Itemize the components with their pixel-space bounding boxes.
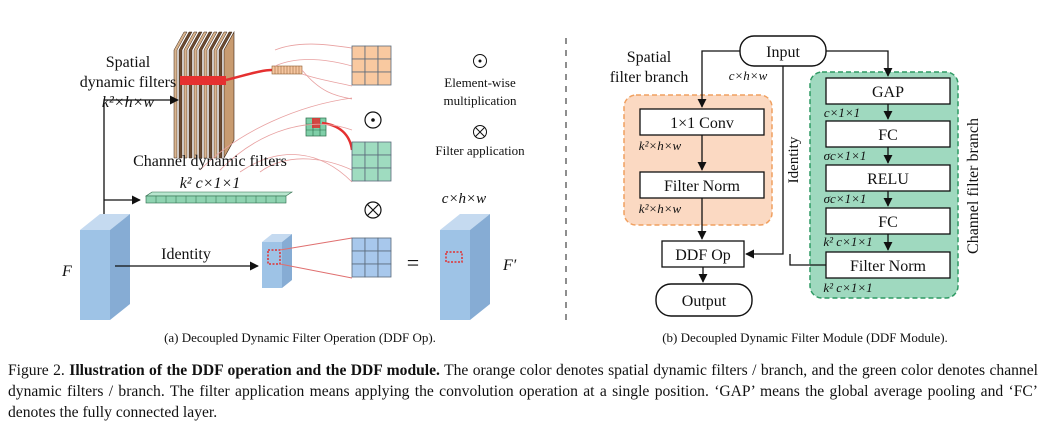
spatial-fan-lines bbox=[274, 43, 353, 100]
input-label: Input bbox=[766, 44, 800, 61]
green-grid bbox=[351, 141, 392, 182]
channel-branch-label: Channel filter branch bbox=[965, 118, 982, 254]
spatial-branch-label-2: filter branch bbox=[610, 69, 689, 86]
input-dims: c×h×w bbox=[729, 68, 768, 83]
filter-norm-channel-node bbox=[825, 251, 951, 279]
relu-label: RELU bbox=[867, 171, 909, 188]
fc1-node bbox=[825, 120, 951, 148]
spatial-label-1: Spatial bbox=[106, 54, 151, 71]
input-F: F bbox=[61, 263, 72, 280]
figure-body: The orange color denotes spatial dynamic… bbox=[8, 362, 1038, 421]
zoom-lines bbox=[279, 237, 353, 279]
gap-label: GAP bbox=[872, 84, 904, 101]
caption-b: (b) Decoupled Dynamic Filter Module (DDF… bbox=[662, 330, 948, 345]
spatial-label-2: dynamic filters bbox=[80, 74, 176, 91]
figure-number: Figure 2. bbox=[8, 362, 65, 379]
channel-label: Channel dynamic filters bbox=[133, 153, 287, 170]
elementwise-label-1: Element-wise bbox=[444, 75, 516, 90]
middle-feature-map bbox=[262, 234, 292, 288]
orange-grid bbox=[351, 45, 392, 86]
output-F-prime: F′ bbox=[502, 257, 517, 274]
ddf-figure: Spatial dynamic filters k²×h×w bbox=[61, 30, 982, 345]
relu-dims: σc×1×1 bbox=[824, 191, 867, 206]
identity-label: Identity bbox=[161, 246, 211, 263]
figure-title: Illustration of the DDF operation and th… bbox=[69, 362, 440, 379]
gap-dims: c×1×1 bbox=[824, 105, 860, 120]
fc1-dims: σc×1×1 bbox=[824, 148, 867, 163]
spatial-link-line bbox=[225, 68, 273, 82]
equals-sign: = bbox=[407, 250, 419, 275]
elementwise-symbol-mid bbox=[364, 111, 382, 129]
norm-c-dims: k² c×1×1 bbox=[823, 280, 872, 295]
output-dims: c×h×w bbox=[442, 191, 486, 207]
channel-fan-lines bbox=[199, 97, 353, 183]
filter-application-label: Filter application bbox=[435, 143, 525, 158]
panel-a: Spatial dynamic filters k²×h×w bbox=[61, 30, 525, 345]
filter-application-symbol-mid bbox=[364, 201, 382, 219]
identity-vertical-label: Identity bbox=[786, 136, 802, 183]
arrow-to-spatial bbox=[103, 95, 179, 214]
small-spatial-filter bbox=[271, 65, 303, 75]
relu-node bbox=[825, 164, 951, 192]
elementwise-label-2: multiplication bbox=[444, 93, 517, 108]
module-connectors bbox=[697, 50, 893, 283]
caption-a: (a) Decoupled Dynamic Filter Operation (… bbox=[164, 330, 436, 345]
channel-cube bbox=[305, 117, 327, 137]
ddf-op-label: DDF Op bbox=[675, 247, 731, 264]
output-label: Output bbox=[682, 293, 727, 310]
spatial-dims: k²×h×w bbox=[102, 94, 154, 111]
channel-link-line bbox=[321, 121, 354, 151]
fc2-label: FC bbox=[878, 214, 898, 231]
spatial-branch-label-1: Spatial bbox=[627, 49, 672, 66]
fc1-label: FC bbox=[878, 127, 898, 144]
elementwise-legend-symbol bbox=[473, 54, 487, 68]
conv-label: 1×1 Conv bbox=[670, 115, 734, 132]
blue-grid bbox=[351, 237, 392, 278]
filter-norm-channel-label: Filter Norm bbox=[850, 258, 927, 275]
spatial-filter-highlight bbox=[180, 76, 226, 85]
gap-node bbox=[825, 77, 951, 105]
channel-dims: k² c×1×1 bbox=[180, 175, 241, 192]
filter-norm-spatial-label: Filter Norm bbox=[664, 178, 741, 195]
input-feature-map bbox=[80, 214, 130, 320]
spatial-filter-stack bbox=[173, 30, 235, 160]
norm-dims: k²×h×w bbox=[639, 201, 682, 216]
panel-b: Input c×h×w Spatial filter branch 1×1 Co… bbox=[610, 35, 982, 345]
output-node bbox=[655, 283, 753, 317]
output-feature-map bbox=[440, 214, 490, 320]
figure-caption: Figure 2. Illustration of the DDF operat… bbox=[8, 360, 1038, 423]
ddf-op-node bbox=[661, 240, 745, 268]
fc2-node bbox=[825, 207, 951, 235]
channel-filter-bar bbox=[145, 191, 293, 204]
fc2-dims: k² c×1×1 bbox=[823, 234, 872, 249]
conv-dims: k²×h×w bbox=[639, 138, 682, 153]
filter-application-legend-symbol bbox=[473, 125, 487, 139]
